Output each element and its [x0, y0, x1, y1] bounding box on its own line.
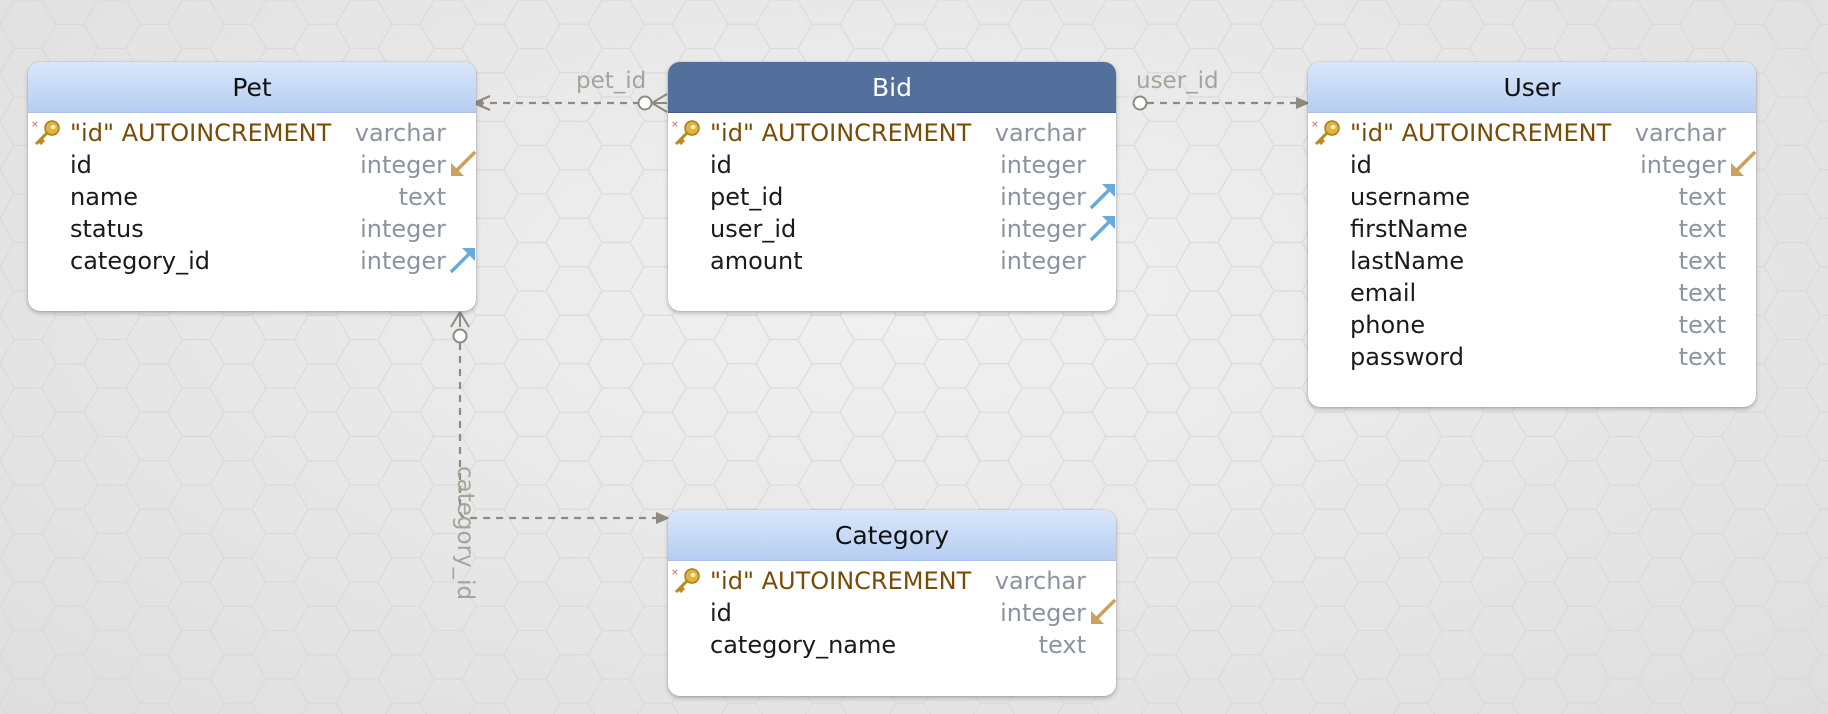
table-title-category: Category	[668, 510, 1116, 561]
column-type: integer	[1000, 151, 1086, 179]
primary-key-icon: ×	[671, 568, 700, 594]
column-name: status	[70, 215, 144, 243]
column-name: "id" AUTOINCREMENT	[710, 119, 972, 147]
column-row[interactable]: category_id integer	[28, 245, 476, 277]
column-type: integer	[1000, 183, 1086, 211]
foreign-key-arrow-icon	[449, 248, 475, 274]
foreign-key-arrow-icon	[1089, 184, 1115, 210]
relation-line-user-id[interactable]	[1099, 93, 1310, 113]
column-name: pet_id	[710, 183, 784, 211]
column-name: lastName	[1350, 247, 1465, 275]
column-name: username	[1350, 183, 1470, 211]
column-row[interactable]: id integer	[28, 149, 477, 181]
primary-key-icon: ×	[31, 120, 60, 146]
column-type: integer	[1000, 599, 1086, 627]
column-type: varchar	[354, 119, 446, 147]
table-bid[interactable]: Bid × "id" AUTOINCREMENT varchar id inte…	[668, 62, 1116, 311]
column-type: integer	[1000, 247, 1086, 275]
column-row[interactable]: name text	[28, 181, 476, 213]
column-row[interactable]: user_id integer	[668, 213, 1116, 245]
primary-key-icon: ×	[671, 120, 700, 146]
column-type: text	[398, 183, 446, 211]
column-type: integer	[1640, 151, 1726, 179]
referenced-key-arrow-icon	[1731, 150, 1757, 176]
relation-label-pet-id: pet_id	[576, 68, 647, 94]
svg-text:×: ×	[671, 120, 679, 130]
table-title-bid: Bid	[668, 62, 1116, 113]
referenced-key-arrow-icon	[1091, 598, 1117, 624]
column-name: id	[710, 151, 732, 179]
column-type: integer	[360, 215, 446, 243]
column-row[interactable]: × "id" AUTOINCREMENT varchar	[28, 117, 476, 149]
svg-text:×: ×	[31, 120, 39, 130]
primary-key-icon: ×	[1311, 120, 1340, 146]
table-pet[interactable]: Pet × "id" AUTOINCREMENT varchar id inte…	[28, 62, 477, 311]
column-row[interactable]: firstName text	[1308, 213, 1756, 245]
column-row[interactable]: id integer	[1308, 149, 1757, 181]
column-name: "id" AUTOINCREMENT	[1350, 119, 1612, 147]
column-name: "id" AUTOINCREMENT	[710, 567, 972, 595]
column-row[interactable]: username text	[1308, 181, 1756, 213]
column-row[interactable]: id integer	[668, 597, 1117, 629]
column-name: user_id	[710, 215, 797, 243]
column-type: varchar	[1634, 119, 1726, 147]
column-name: password	[1350, 343, 1464, 371]
column-row[interactable]: pet_id integer	[668, 181, 1116, 213]
column-type: text	[1678, 311, 1726, 339]
column-row[interactable]: × "id" AUTOINCREMENT varchar	[668, 117, 1116, 149]
svg-text:×: ×	[671, 568, 679, 578]
column-row[interactable]: amount integer	[668, 245, 1116, 277]
column-type: varchar	[994, 567, 1086, 595]
column-name: id	[1350, 151, 1372, 179]
column-name: category_id	[70, 247, 210, 275]
table-category[interactable]: Category × "id" AUTOINCREMENT varchar id…	[668, 510, 1117, 696]
column-name: category_name	[710, 631, 897, 659]
column-type: text	[1678, 247, 1726, 275]
column-type: text	[1038, 631, 1086, 659]
column-name: firstName	[1350, 215, 1468, 243]
column-row[interactable]: password text	[1308, 341, 1756, 373]
column-type: text	[1678, 183, 1726, 211]
relation-label-category-id: category_id	[452, 466, 478, 601]
column-name: "id" AUTOINCREMENT	[70, 119, 332, 147]
column-name: amount	[710, 247, 803, 275]
column-type: text	[1678, 215, 1726, 243]
svg-text:×: ×	[1311, 120, 1319, 130]
column-row[interactable]: × "id" AUTOINCREMENT varchar	[1308, 117, 1756, 149]
table-user[interactable]: User × "id" AUTOINCREMENT varchar id int…	[1308, 62, 1757, 407]
column-type: integer	[360, 247, 446, 275]
column-row[interactable]: phone text	[1308, 309, 1756, 341]
column-row[interactable]: category_name text	[668, 629, 1116, 661]
column-type: varchar	[994, 119, 1086, 147]
foreign-key-arrow-icon	[1089, 216, 1115, 242]
column-name: id	[70, 151, 92, 179]
column-name: id	[710, 599, 732, 627]
column-row[interactable]: email text	[1308, 277, 1756, 309]
column-name: name	[70, 183, 139, 211]
column-row[interactable]: status integer	[28, 213, 476, 245]
column-type: text	[1678, 279, 1726, 307]
table-title-pet: Pet	[28, 62, 476, 113]
relation-label-user-id: user_id	[1136, 68, 1219, 94]
column-type: text	[1678, 343, 1726, 371]
column-type: integer	[1000, 215, 1086, 243]
referenced-key-arrow-icon	[451, 150, 477, 176]
column-name: phone	[1350, 311, 1426, 339]
relation-line-pet-id[interactable]	[471, 93, 668, 113]
column-row[interactable]: lastName text	[1308, 245, 1756, 277]
column-name: email	[1350, 279, 1417, 307]
column-type: integer	[360, 151, 446, 179]
table-title-user: User	[1308, 62, 1756, 113]
column-row[interactable]: id integer	[668, 149, 1116, 181]
column-row[interactable]: × "id" AUTOINCREMENT varchar	[668, 565, 1116, 597]
relation-line-category-id[interactable]	[450, 311, 670, 524]
